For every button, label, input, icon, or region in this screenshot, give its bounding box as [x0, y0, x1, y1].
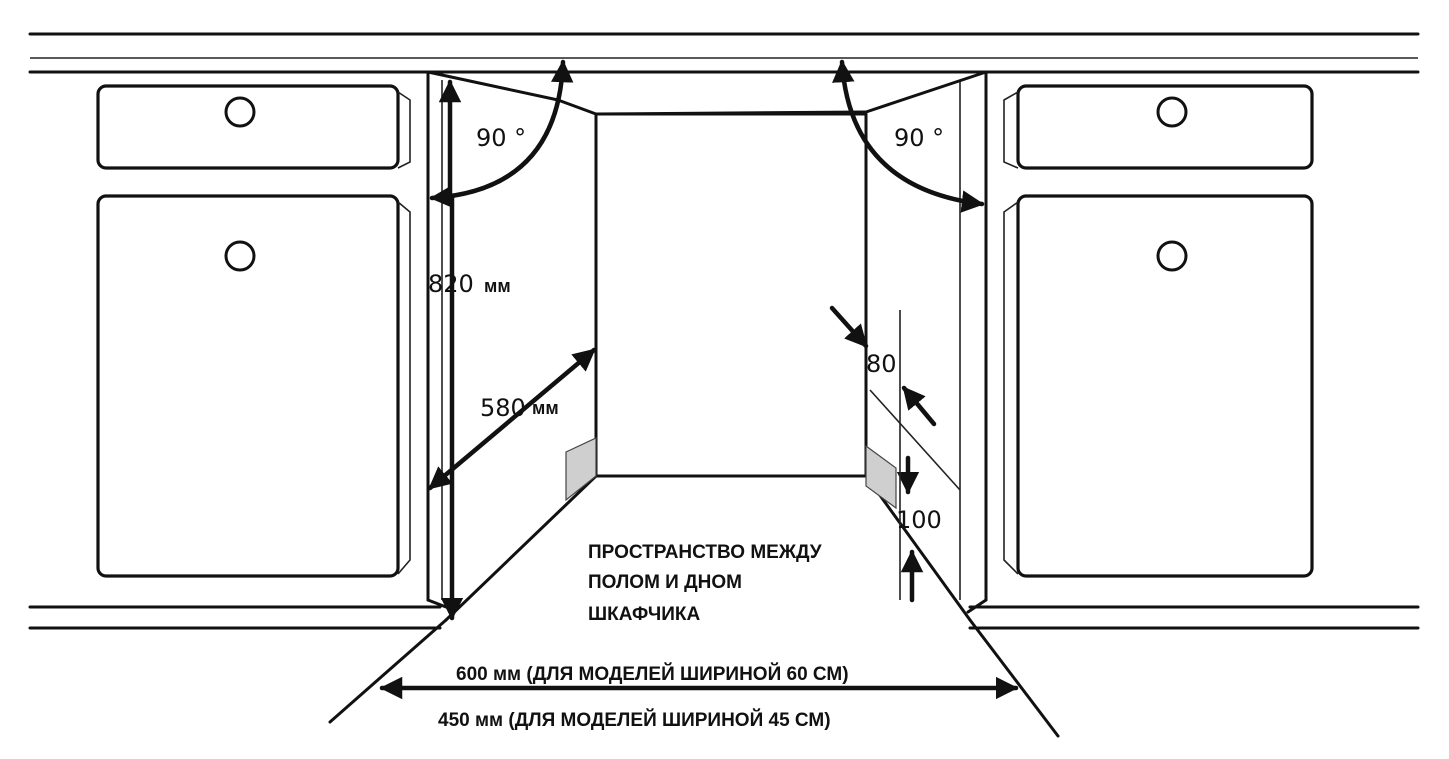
gap-caption-line2: ПОЛОМ И ДНОМ: [588, 572, 742, 593]
right-plinth-gap: [865, 444, 897, 510]
angle-right-label: 90 °: [894, 124, 944, 152]
kick-dimensions: [829, 305, 961, 603]
width-60-caption: 600 мм (ДЛЯ МОДЕЛЕЙ ШИРИНОЙ 60 СМ): [456, 663, 849, 685]
angle-arc-left: [429, 59, 574, 208]
kick-height-label: 100: [896, 506, 942, 534]
right-door: [1003, 194, 1314, 578]
height-unit-label: мм: [484, 276, 511, 296]
depth-unit-label: мм: [532, 398, 559, 418]
right-drawer-knob-icon: [1156, 96, 1188, 128]
depth-value-label: 580: [480, 394, 526, 422]
left-cabinet: [96, 70, 560, 609]
depth-dimension: [427, 347, 597, 491]
height-value-label: 820: [428, 270, 474, 298]
left-drawer: [96, 84, 411, 170]
gap-caption-line1: ПРОСТРАНСТВО МЕЖДУ: [588, 542, 822, 563]
countertop: [28, 32, 1420, 74]
right-door-knob-icon: [1156, 240, 1188, 272]
gap-caption-line3: ШКАФЧИКА: [588, 604, 701, 625]
angle-arc-right: [832, 59, 985, 213]
right-drawer: [1003, 84, 1314, 170]
left-drawer-knob-icon: [224, 96, 256, 128]
left-door-knob-icon: [224, 240, 256, 272]
width-45-caption: 450 мм (ДЛЯ МОДЕЛЕЙ ШИРИНОЙ 45 СМ): [438, 709, 831, 731]
floor-plinth: [28, 605, 1420, 630]
kick-top-label: 80: [866, 350, 897, 378]
angle-left-label: 90 °: [476, 124, 526, 152]
left-door: [96, 194, 411, 578]
